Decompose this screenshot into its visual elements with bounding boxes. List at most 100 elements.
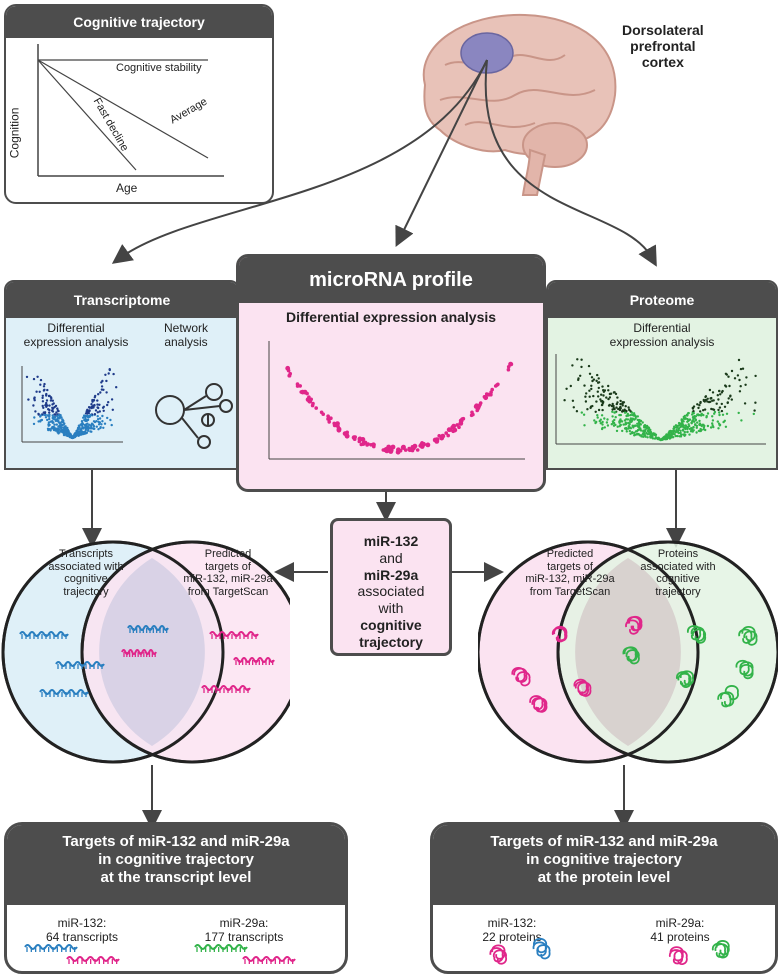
protein-blob bbox=[738, 626, 758, 646]
volcano-point bbox=[83, 423, 87, 427]
volcano-point bbox=[41, 394, 44, 397]
volcano-point bbox=[101, 420, 104, 423]
volcano-point bbox=[88, 406, 92, 409]
volcano-point bbox=[719, 393, 722, 396]
volcano-point bbox=[621, 404, 624, 407]
volcano-point bbox=[75, 431, 78, 435]
volcano-point bbox=[415, 448, 420, 452]
volcano-point bbox=[718, 413, 721, 417]
volcano-point bbox=[100, 385, 104, 388]
volcano-point bbox=[490, 387, 494, 392]
volcano-point bbox=[584, 400, 588, 403]
protein-blob bbox=[712, 940, 730, 959]
volcano-point bbox=[99, 426, 102, 430]
volcano-point bbox=[597, 408, 601, 412]
volcano-point bbox=[706, 397, 709, 400]
volcano-point bbox=[625, 430, 628, 433]
volcano-point bbox=[616, 401, 619, 404]
volcano-point bbox=[58, 425, 61, 429]
volcano-point bbox=[627, 426, 630, 429]
volcano-point bbox=[674, 424, 678, 427]
volcano-point bbox=[96, 418, 100, 421]
volcano-point bbox=[676, 434, 679, 438]
volcano-point bbox=[84, 428, 88, 432]
volcano-point bbox=[680, 423, 683, 427]
volcano-point bbox=[590, 387, 593, 391]
volcano-point bbox=[718, 424, 721, 427]
volcano-point bbox=[390, 444, 396, 450]
volcano-point bbox=[590, 376, 594, 379]
volcano-point bbox=[64, 428, 68, 431]
volcano-point bbox=[600, 414, 604, 417]
bottom-left-col2: miR-29a: 177 transcripts bbox=[204, 916, 284, 944]
volcano-point bbox=[62, 433, 66, 436]
volcano-point bbox=[623, 427, 627, 430]
volcano-point bbox=[724, 372, 728, 375]
volcano-point bbox=[724, 425, 728, 428]
volcano-point bbox=[27, 398, 30, 401]
volcano-point bbox=[584, 395, 587, 398]
volcano-point bbox=[357, 436, 363, 442]
protein-blob bbox=[717, 685, 739, 708]
volcano-point bbox=[45, 405, 48, 408]
volcano-point bbox=[629, 427, 633, 430]
volcano-point bbox=[674, 434, 677, 438]
volcano-point bbox=[588, 395, 591, 398]
volcano-point bbox=[601, 408, 604, 412]
volcano-point bbox=[679, 435, 683, 438]
volcano-point bbox=[576, 358, 579, 361]
volcano-point bbox=[639, 427, 642, 430]
volcano-point bbox=[683, 416, 686, 419]
volcano-point bbox=[76, 434, 79, 437]
volcano-point bbox=[396, 447, 401, 453]
volcano-point bbox=[614, 416, 617, 419]
volcano-point bbox=[57, 429, 60, 432]
volcano-point bbox=[738, 378, 741, 382]
volcano-point bbox=[596, 373, 599, 377]
volcano-point bbox=[73, 434, 76, 438]
volcano-point bbox=[698, 419, 701, 423]
volcano-point bbox=[41, 404, 44, 408]
volcano-point bbox=[102, 426, 105, 429]
volcano-point bbox=[101, 414, 104, 418]
volcano-point bbox=[108, 368, 112, 372]
volcano-point bbox=[639, 423, 642, 426]
volcano-point bbox=[48, 428, 51, 431]
volcano-point bbox=[639, 434, 643, 437]
volcano-point bbox=[97, 406, 100, 410]
volcano-point bbox=[33, 399, 36, 402]
volcano-point bbox=[711, 415, 714, 418]
volcano-point bbox=[79, 429, 83, 433]
volcano-point bbox=[606, 418, 609, 421]
volcano-point bbox=[286, 368, 291, 373]
volcano-point bbox=[452, 427, 458, 433]
volcano-point bbox=[624, 422, 628, 426]
volcano-point bbox=[571, 399, 575, 402]
volcano-point bbox=[86, 412, 89, 415]
x-axis-label: Age bbox=[116, 181, 138, 195]
volcano-point bbox=[660, 438, 663, 441]
bottom-right-title: Targets of miR-132 and miR-29a in cognit… bbox=[433, 825, 775, 905]
center-line5: with bbox=[378, 600, 404, 617]
venn-left-left-label: Transcripts associated with cognitive tr… bbox=[48, 548, 124, 598]
volcano-point bbox=[336, 427, 342, 433]
volcano-point bbox=[109, 418, 112, 422]
volcano-point bbox=[597, 386, 600, 390]
volcano-point bbox=[624, 405, 627, 408]
volcano-point bbox=[46, 418, 49, 422]
volcano-point bbox=[691, 413, 694, 416]
volcano-point bbox=[670, 430, 673, 433]
cognitive-trajectory-panel: Cognitive trajectory Cognitive stability… bbox=[4, 4, 274, 204]
volcano-point bbox=[607, 384, 610, 388]
volcano-point bbox=[327, 420, 331, 424]
volcano-point bbox=[712, 399, 715, 402]
volcano-point bbox=[35, 390, 38, 393]
volcano-point bbox=[60, 428, 63, 432]
brain-illustration bbox=[422, 13, 617, 196]
volcano-point bbox=[592, 394, 595, 398]
volcano-point bbox=[684, 424, 687, 427]
volcano-point bbox=[444, 431, 448, 435]
center-line4: associated bbox=[357, 583, 425, 600]
volcano-point bbox=[589, 406, 592, 410]
volcano-point bbox=[682, 426, 685, 429]
